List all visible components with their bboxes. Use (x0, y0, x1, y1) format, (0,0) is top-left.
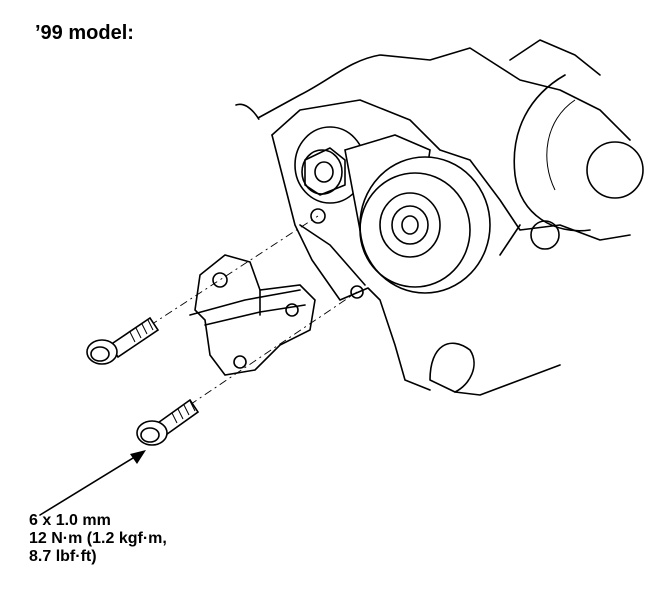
model-title: ’99 model: (35, 22, 134, 44)
engine-block (235, 39, 631, 396)
bolt-torque-imperial: 8.7 lbf·ft) (29, 548, 97, 565)
bolt-torque: 12 N·m (1.2 kgf·m, (29, 530, 167, 547)
idler-pulley (294, 126, 366, 204)
mounting-bracket (189, 254, 316, 376)
bolt-spec-callout: 6 x 1.0 mm 12 N·m (1.2 kgf·m, 8.7 lbf·ft… (29, 512, 167, 566)
flange-bolt-lower (136, 398, 200, 446)
leader-arrow (39, 450, 146, 516)
bolt-size: 6 x 1.0 mm (29, 512, 111, 529)
tensioner-pulley (344, 134, 491, 294)
crankshaft-pulley (513, 74, 644, 250)
flange-bolt-upper (86, 316, 160, 365)
